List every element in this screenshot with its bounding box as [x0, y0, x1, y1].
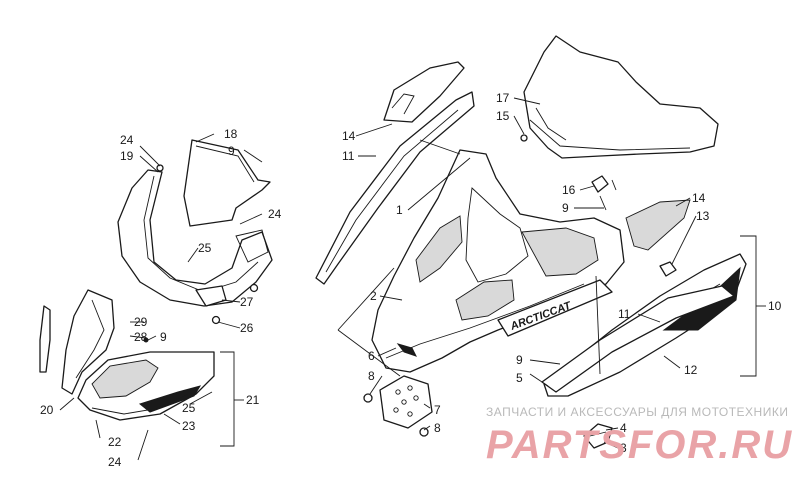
windshield-bracket-16: [591, 175, 609, 193]
callout-11: 11: [618, 307, 631, 321]
callout-10: 10: [768, 299, 782, 313]
callout-13: 13: [696, 209, 710, 223]
fastener-8a: [363, 393, 373, 403]
callout-8: 8: [434, 421, 441, 435]
callout-29: 29: [134, 315, 148, 329]
fastener-26: [211, 315, 221, 325]
callout-23: 23: [182, 419, 196, 433]
side-panel-20: [61, 289, 115, 395]
callout-24: 24: [268, 207, 282, 221]
plate-hole: [407, 385, 413, 391]
callout-6: 6: [368, 349, 375, 363]
callout-9: 9: [562, 201, 569, 215]
hood-center-vent: [465, 187, 529, 283]
fastener-27: [249, 283, 259, 293]
callout-17: 17: [496, 91, 510, 105]
callout-5: 5: [516, 371, 523, 385]
callout-8: 8: [368, 369, 375, 383]
bracket-4-detail: [589, 431, 607, 437]
callout-numbers: 24 19 18 9 24 25 27 26 29 28 9 25 23 21 …: [40, 91, 782, 469]
plate-hole: [413, 395, 419, 401]
lower-nose-pan-bracket: [235, 229, 269, 263]
callout-27: 27: [240, 295, 254, 309]
callout-12: 12: [684, 363, 698, 377]
callout-14: 14: [692, 191, 706, 205]
windshield-17: [523, 35, 719, 159]
headlight-mesh-14: [625, 199, 691, 251]
windshield-screw-15: [520, 134, 528, 142]
callout-18: 18: [224, 127, 238, 141]
bumper-lower-edge: [91, 389, 197, 415]
callout-24: 24: [120, 133, 134, 147]
watermark-brand: PARTSFOR.RU: [486, 423, 793, 467]
plate-hole: [395, 389, 401, 395]
vent-cap-14: [383, 61, 465, 123]
windshield-17-trim: [535, 107, 567, 141]
upper-nose-cover-trim: [195, 145, 255, 183]
callout-9: 9: [160, 330, 167, 344]
callout-9: 9: [228, 144, 235, 158]
fastener-19: [156, 164, 164, 172]
side-panel-20-edge: [75, 299, 105, 379]
callout-19: 19: [120, 149, 134, 163]
hood-cat-logo: [396, 343, 417, 357]
hood-right-vent: [521, 227, 599, 277]
callout-25: 25: [182, 401, 196, 415]
leader-lines: [59, 97, 766, 461]
bumper-dark-decal: [138, 385, 202, 413]
callout-3: 3: [620, 441, 627, 455]
callout-11: 11: [342, 149, 355, 163]
plate-hole: [407, 411, 413, 417]
windshield-17-base: [529, 119, 691, 151]
fastener-8b: [419, 427, 429, 437]
callout-16: 16: [562, 183, 576, 197]
callout-1: 1: [396, 203, 403, 217]
side-strip-11-right: [541, 285, 735, 393]
side-strip-11-inner: [325, 109, 459, 273]
callout-7: 7: [434, 403, 441, 417]
callout-22: 22: [108, 435, 122, 449]
callout-25: 25: [198, 241, 212, 255]
callout-14: 14: [342, 129, 356, 143]
bumper-mesh-grille: [91, 359, 159, 399]
callout-24: 24: [108, 455, 122, 469]
trim-strip-left: [39, 305, 51, 373]
lower-nose-pan-edge: [143, 175, 259, 293]
callout-28: 28: [134, 330, 148, 344]
vent-cap-14-detail: [391, 93, 415, 115]
side-strip-11: [315, 91, 475, 285]
hood-decal-strip: [497, 279, 613, 337]
callout-15: 15: [496, 109, 510, 123]
callout-21: 21: [246, 393, 260, 407]
lower-nose-pan: [117, 169, 273, 307]
clip-13: [659, 261, 677, 277]
plate-hole: [393, 407, 399, 413]
callout-26: 26: [240, 321, 254, 335]
callout-9: 9: [516, 353, 523, 367]
plate-hole: [401, 399, 407, 405]
hood-left-vent: [415, 215, 463, 283]
hood-lower-vent: [455, 279, 515, 321]
watermark: ЗАПЧАСТИ И АКСЕССУАРЫ ДЛЯ МОТОТЕХНИКИ PA…: [486, 405, 793, 467]
watermark-tagline: ЗАПЧАСТИ И АКСЕССУАРЫ ДЛЯ МОТОТЕХНИКИ: [486, 405, 788, 419]
upper-nose-cover: [183, 139, 271, 227]
callout-4: 4: [620, 421, 627, 435]
callout-2: 2: [370, 289, 377, 303]
callout-20: 20: [40, 403, 54, 417]
